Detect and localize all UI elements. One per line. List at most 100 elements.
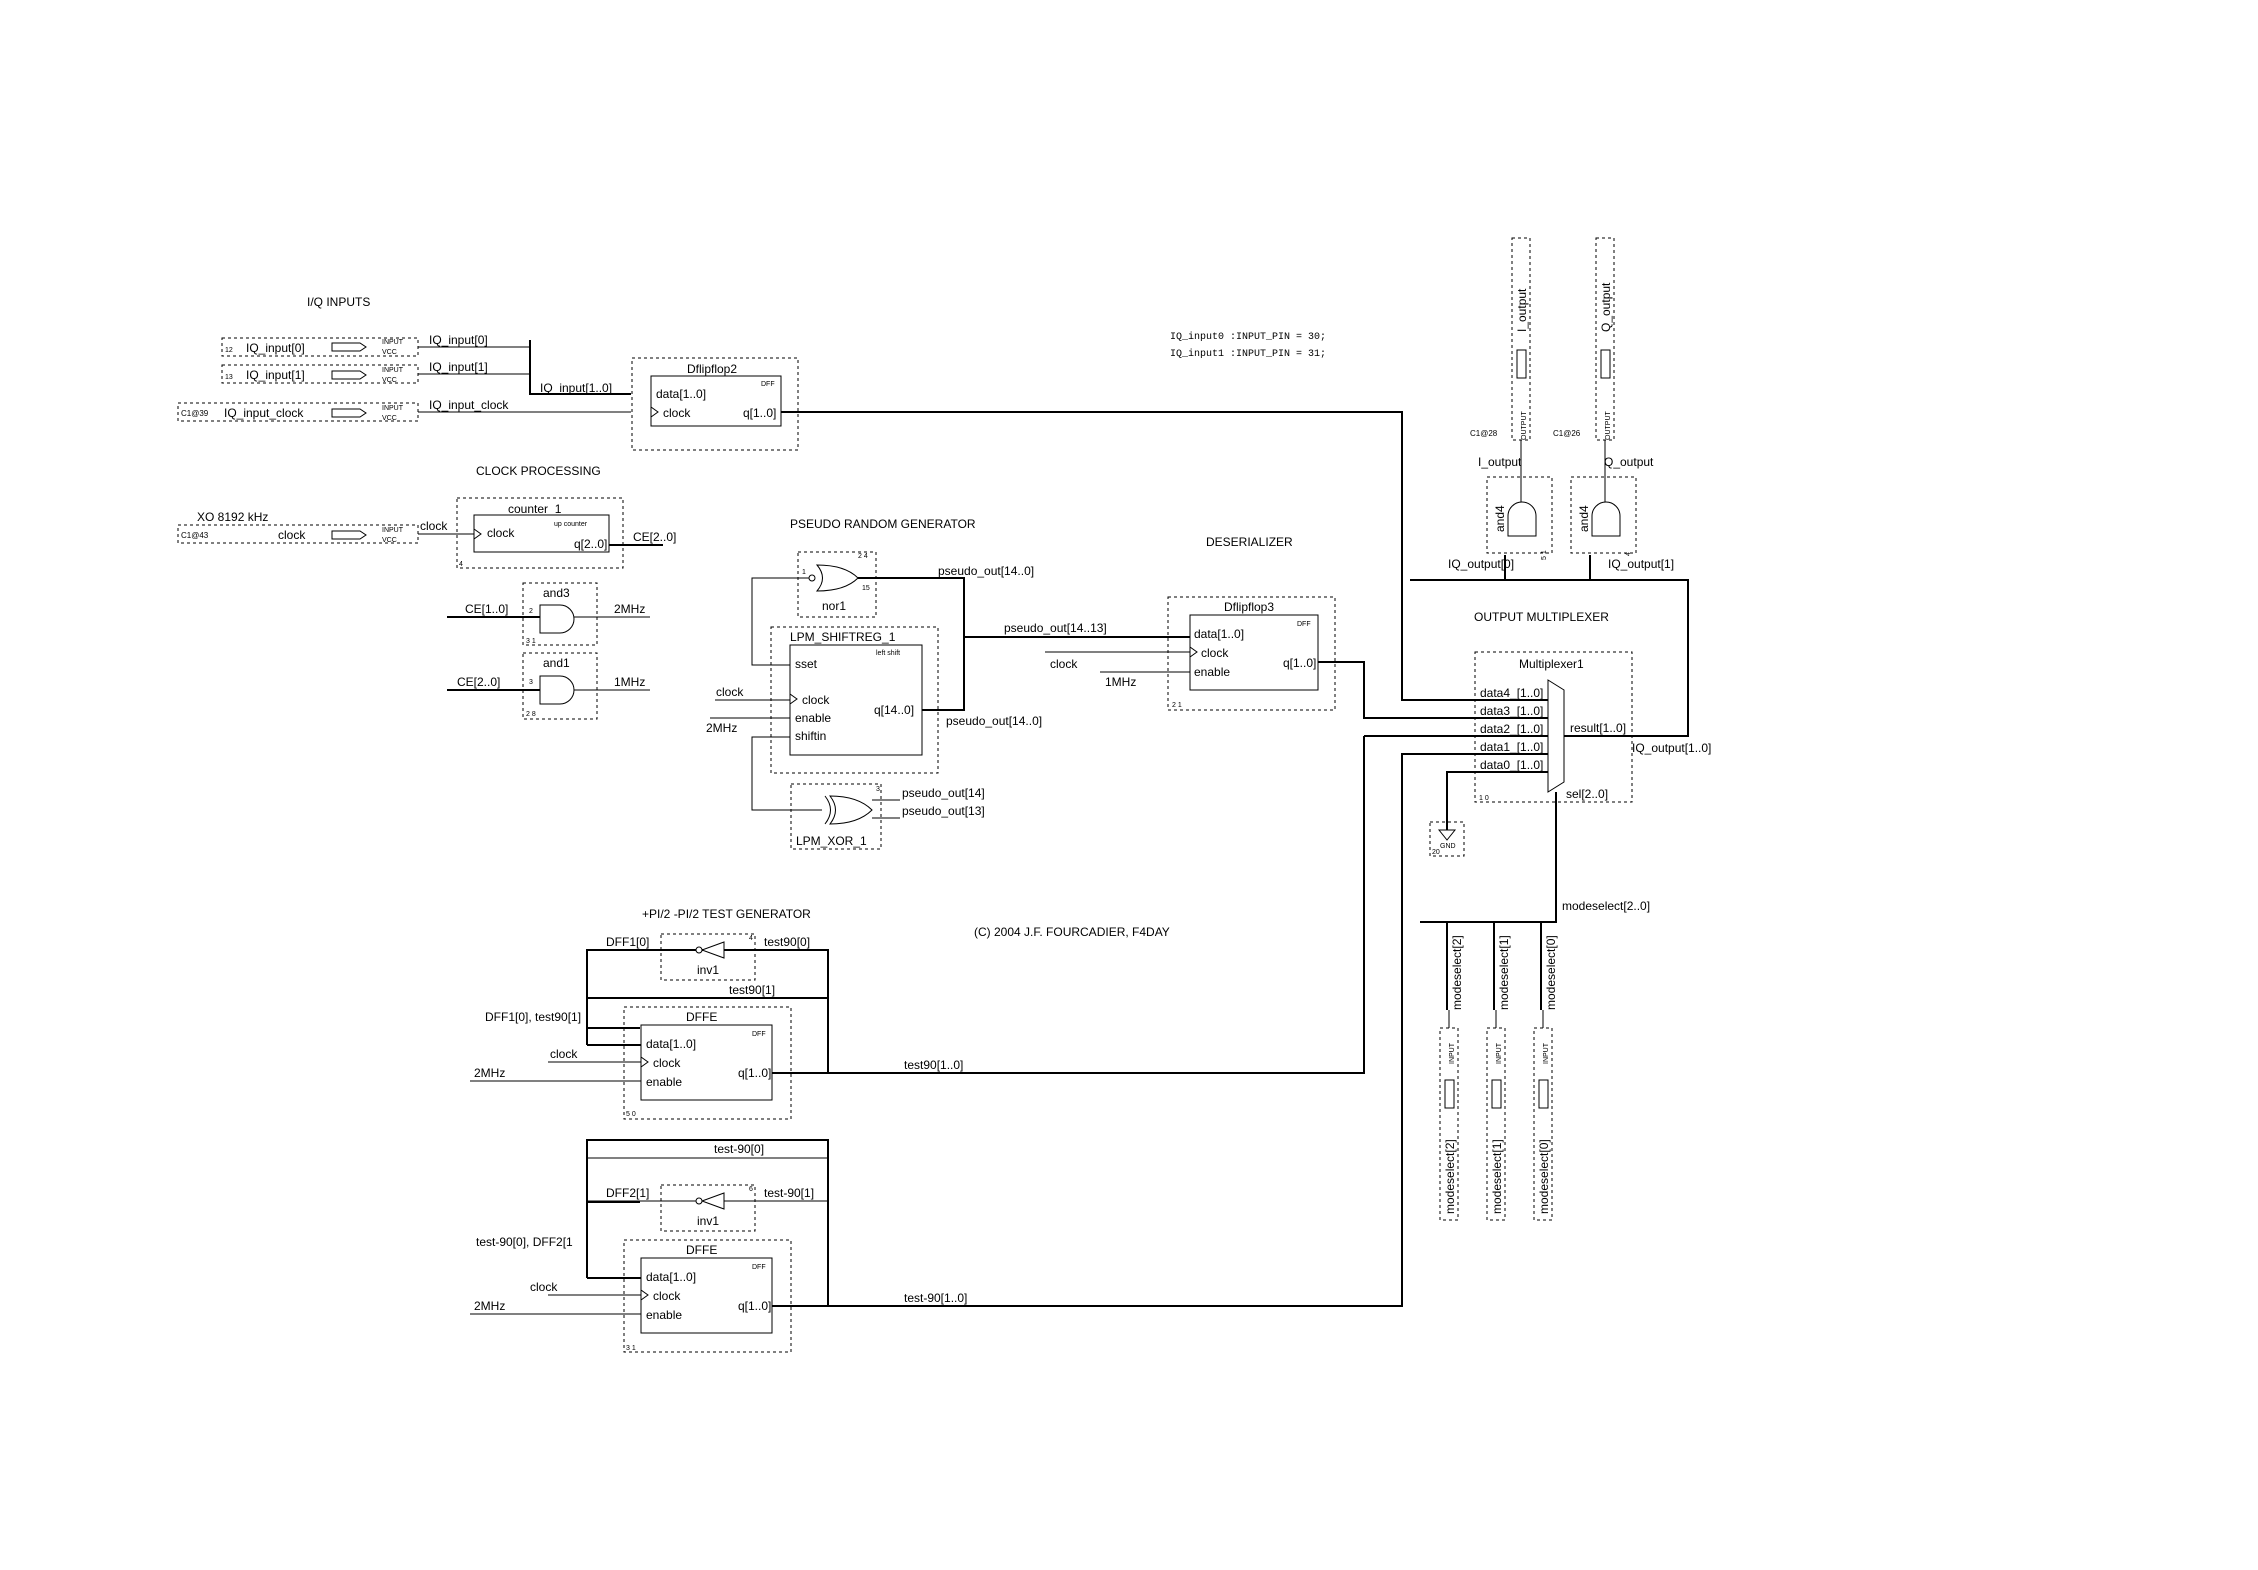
net-test-90-1: test-90[1] xyxy=(764,1186,814,1200)
output-pin-i: I_output OUTPUT C1@28 xyxy=(1470,237,1531,441)
net-modeselect-bus: modeselect[2..0] xyxy=(1562,899,1650,913)
net-2mhz-b: 2MHz xyxy=(706,721,737,735)
svg-text:DFF: DFF xyxy=(1297,621,1311,628)
dflipflop3-block: Dflipflop3 DFF data[1..0] clock enable q… xyxy=(1167,596,1336,711)
svg-text:3 1: 3 1 xyxy=(626,1345,636,1352)
svg-text:2 8: 2 8 xyxy=(526,711,536,718)
net-test-90-bus: test-90[1..0] xyxy=(904,1291,967,1305)
svg-text:clock: clock xyxy=(653,1289,681,1303)
and3-gate: and3 2 3 1 xyxy=(522,582,598,646)
net-1mhz-c: 1MHz xyxy=(1105,675,1136,689)
svg-text:6: 6 xyxy=(749,1186,753,1193)
svg-text:result[1..0]: result[1..0] xyxy=(1570,721,1626,735)
net-iq-output-bus: IQ_output[1..0] xyxy=(1632,741,1711,755)
svg-text:clock: clock xyxy=(487,526,515,540)
svg-text:XO 8192 kHz: XO 8192 kHz xyxy=(197,510,268,524)
svg-text:data[1..0]: data[1..0] xyxy=(646,1037,696,1051)
svg-text:C1@28: C1@28 xyxy=(1470,429,1498,438)
net-clock-e: clock xyxy=(530,1280,558,1294)
svg-text:clock: clock xyxy=(1201,646,1229,660)
net-dff1-0: DFF1[0] xyxy=(606,935,649,949)
svg-text:5 0: 5 0 xyxy=(626,1111,636,1118)
svg-text:data0_[1..0]: data0_[1..0] xyxy=(1480,758,1543,772)
svg-text:2 1: 2 1 xyxy=(1172,702,1182,709)
inv1-gate-b: inv1 6 xyxy=(660,1184,756,1232)
svg-text:INPUT: INPUT xyxy=(1449,1042,1456,1064)
svg-text:2 4: 2 4 xyxy=(858,553,868,560)
net-pseudo-out-13: pseudo_out[13] xyxy=(902,804,985,818)
svg-text:and4: and4 xyxy=(1493,505,1507,532)
net-test-90-0: test-90[0] xyxy=(714,1142,764,1156)
svg-text:modeselect[1]: modeselect[1] xyxy=(1497,935,1511,1010)
net-ce-1-0: CE[1..0] xyxy=(465,602,508,616)
svg-text:and4: and4 xyxy=(1577,505,1591,532)
svg-text:15: 15 xyxy=(862,585,870,592)
svg-text:DFF: DFF xyxy=(752,1264,766,1271)
svg-text:clock: clock xyxy=(653,1056,681,1070)
inv1-gate-a: inv1 4 xyxy=(660,933,756,981)
svg-text:1: 1 xyxy=(802,569,806,576)
pin-assignment-1: IQ_input1 :INPUT_PIN = 31; xyxy=(1170,348,1326,360)
svg-text:data1_[1..0]: data1_[1..0] xyxy=(1480,740,1543,754)
net-1mhz-out: 1MHz xyxy=(614,675,645,689)
svg-text:q[1..0]: q[1..0] xyxy=(743,406,776,420)
svg-text:4: 4 xyxy=(749,935,753,942)
input-pin-xo-clock: XO 8192 kHz C1@43 clock INPUT VCC xyxy=(177,510,419,544)
test-generator-title: +PI/2 -PI/2 TEST GENERATOR xyxy=(642,907,811,921)
iq-inputs-title: I/Q INPUTS xyxy=(307,295,370,309)
net-ce-2-0: CE[2..0] xyxy=(457,675,500,689)
and4-gate-q: and4 4 xyxy=(1570,476,1637,556)
net-clock-d: clock xyxy=(550,1047,578,1061)
svg-text:shiftin: shiftin xyxy=(795,729,826,743)
wire-dff3-to-mux-data3 xyxy=(1318,661,1478,719)
svg-text:INPUT: INPUT xyxy=(382,405,404,412)
net-iq-input-1: IQ_input[1] xyxy=(429,360,488,374)
svg-text:OUTPUT: OUTPUT xyxy=(1521,411,1528,441)
net-pseudo-out-a: pseudo_out[14..0] xyxy=(938,564,1034,578)
net-dff1-test90: DFF1[0], test90[1] xyxy=(485,1010,581,1024)
svg-text:INPUT: INPUT xyxy=(382,339,404,346)
svg-text:I_output: I_output xyxy=(1515,288,1529,332)
svg-text:VCC: VCC xyxy=(382,537,397,544)
net-iq-output-0: IQ_output[0] xyxy=(1448,557,1514,571)
input-pin-modeselect-1: modeselect[1] INPUT modeselect[1] xyxy=(1486,935,1511,1221)
svg-text:3: 3 xyxy=(876,786,880,793)
net-test90-1: test90[1] xyxy=(729,983,775,997)
output-pin-q: Q_output OUTPUT C1@26 xyxy=(1553,237,1615,441)
svg-text:4: 4 xyxy=(459,561,463,568)
and4-gate-i: and4 5 1 xyxy=(1486,476,1553,560)
svg-text:sset: sset xyxy=(795,657,818,671)
svg-text:VCC: VCC xyxy=(382,349,397,356)
net-iq-output-1: IQ_output[1] xyxy=(1608,557,1674,571)
svg-text:GND: GND xyxy=(1440,843,1456,850)
svg-text:5 1: 5 1 xyxy=(1541,550,1548,560)
input-pin-iq0: 12 IQ_input[0] INPUT VCC xyxy=(221,337,419,357)
svg-text:nor1: nor1 xyxy=(822,599,846,613)
svg-text:INPUT: INPUT xyxy=(1543,1042,1550,1064)
svg-text:clock: clock xyxy=(278,528,306,542)
wire-dff2-to-mux-data4 xyxy=(781,411,1478,701)
svg-text:20: 20 xyxy=(1432,849,1440,856)
svg-text:1 0: 1 0 xyxy=(1479,795,1489,802)
net-pseudo-out-14: pseudo_out[14] xyxy=(902,786,985,800)
svg-text:IQ_input[0]: IQ_input[0] xyxy=(246,341,305,355)
svg-text:enable: enable xyxy=(646,1308,682,1322)
svg-text:VCC: VCC xyxy=(382,415,397,422)
svg-text:3 1: 3 1 xyxy=(526,638,536,645)
net-ce: CE[2..0] xyxy=(633,530,676,544)
deserializer-title: DESERIALIZER xyxy=(1206,535,1293,549)
svg-text:Dflipflop3: Dflipflop3 xyxy=(1224,600,1274,614)
svg-text:modeselect[1]: modeselect[1] xyxy=(1490,1139,1504,1214)
svg-text:INPUT: INPUT xyxy=(1496,1042,1503,1064)
svg-text:Multiplexer1: Multiplexer1 xyxy=(1519,657,1584,671)
output-mux-title: OUTPUT MULTIPLEXER xyxy=(1474,610,1609,624)
svg-text:C1@26: C1@26 xyxy=(1553,429,1581,438)
input-pin-iq-clock: C1@39 IQ_input_clock INPUT VCC xyxy=(177,402,419,422)
svg-text:q[1..0]: q[1..0] xyxy=(1283,656,1316,670)
net-iq-input-clock: IQ_input_clock xyxy=(429,398,509,412)
pseudo-random-title: PSEUDO RANDOM GENERATOR xyxy=(790,517,976,531)
svg-text:clock: clock xyxy=(663,406,691,420)
svg-text:q[2..0]: q[2..0] xyxy=(574,537,607,551)
svg-text:q[1..0]: q[1..0] xyxy=(738,1066,771,1080)
